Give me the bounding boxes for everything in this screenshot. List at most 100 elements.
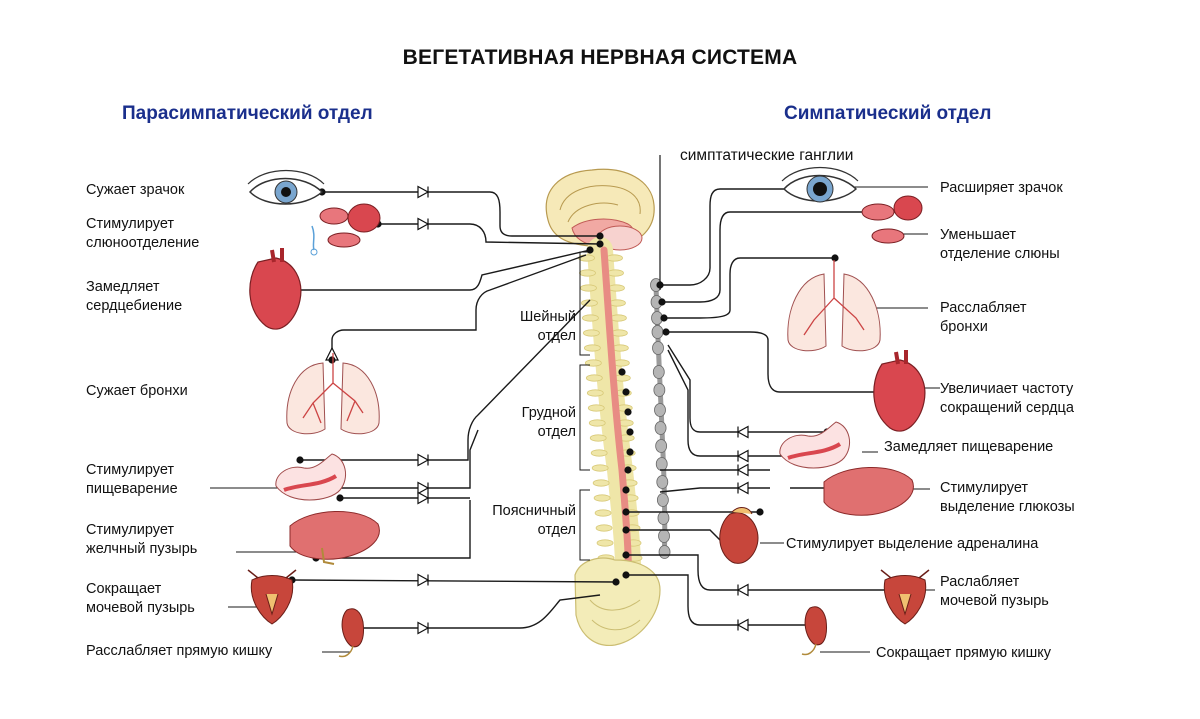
ganglion-arrow bbox=[736, 449, 749, 463]
ganglion bbox=[656, 475, 669, 489]
left-effect-contracts-bladder: Сокращает мочевой пузырь bbox=[86, 581, 195, 616]
vertebra-process bbox=[589, 434, 607, 442]
nerve-dot bbox=[658, 298, 666, 306]
organ-rectum-right bbox=[801, 606, 827, 656]
ganglion-arrow bbox=[736, 425, 749, 439]
nerve-dot bbox=[622, 526, 630, 534]
organ-eye-right bbox=[781, 166, 859, 203]
ganglion bbox=[653, 383, 666, 397]
nerve-dot bbox=[626, 428, 634, 436]
nerve-dot bbox=[624, 408, 632, 416]
vertebra-process bbox=[588, 419, 606, 427]
vertebra-process bbox=[610, 329, 628, 337]
spine-region-thoracic: Грудной отдел bbox=[521, 405, 576, 440]
diagram-title: ВЕГЕТАТИВНАЯ НЕРВНАЯ СИСТЕМА bbox=[402, 46, 798, 69]
vertebra-process bbox=[610, 314, 627, 322]
right-effect-relaxes-bladder: Раслабляет мочевой пузырь bbox=[940, 574, 1049, 609]
spinal-column bbox=[574, 237, 661, 646]
spine-region-lumbar: Поясничный отдел bbox=[492, 503, 576, 538]
organ-heart-right bbox=[873, 350, 926, 432]
organ-heart-left bbox=[249, 248, 302, 330]
organ-eye-left bbox=[247, 169, 325, 205]
left-effect-constricts-bronchi: Сужает бронхи bbox=[86, 383, 188, 399]
sympathetic-ganglia-chain bbox=[650, 278, 671, 559]
organ-salivary-glands-left bbox=[310, 203, 381, 256]
organ-bladder-left bbox=[247, 569, 297, 625]
organ-salivary-glands-right bbox=[861, 195, 923, 244]
organ-adrenal-kidney-right bbox=[719, 507, 759, 564]
nerve-dot bbox=[296, 456, 304, 464]
vertebra-process bbox=[608, 284, 625, 292]
ganglion bbox=[658, 529, 670, 543]
ganglion-arrow bbox=[417, 185, 430, 199]
vertebra-process bbox=[609, 299, 626, 307]
organ-rectum-left bbox=[338, 608, 364, 658]
vertebra-process bbox=[590, 449, 608, 457]
ganglion bbox=[652, 341, 664, 355]
vertebra-process bbox=[580, 284, 597, 292]
organ-lungs-left bbox=[286, 353, 380, 435]
left-effect-stimulates-gallbladder: Стимулирует желчный пузырь bbox=[86, 522, 198, 557]
nerve-dot bbox=[656, 281, 664, 289]
nerve-dot bbox=[831, 254, 839, 262]
sympathetic-heading: Симпатический отдел bbox=[784, 103, 992, 124]
ganglion-arrow bbox=[417, 453, 430, 467]
organ-liver-left bbox=[289, 510, 380, 565]
nerve-dot bbox=[336, 494, 344, 502]
right-effect-stimulates-glucose: Стимулирует выделение глюкозы bbox=[940, 480, 1075, 515]
ganglion bbox=[658, 545, 671, 559]
vertebra-process bbox=[611, 344, 629, 352]
vertebra-process bbox=[593, 494, 611, 502]
nerve-dot bbox=[622, 571, 630, 579]
vertebra-process bbox=[606, 254, 623, 262]
ganglion-arrow bbox=[736, 618, 749, 632]
ganglion bbox=[655, 439, 668, 453]
vertebra-process bbox=[587, 404, 605, 412]
right-effect-stimulates-adrenaline: Стимулирует выделение адреналина bbox=[786, 536, 1039, 552]
ganglion bbox=[652, 365, 665, 379]
vertebra-process bbox=[582, 314, 599, 322]
ganglion-arrow bbox=[417, 621, 430, 635]
parasympathetic-heading: Парасимпатический отдел bbox=[122, 103, 373, 124]
vertebra-process bbox=[578, 254, 595, 262]
ganglion bbox=[654, 421, 667, 435]
vertebra-process bbox=[607, 269, 624, 277]
nerve-dot bbox=[596, 240, 604, 248]
nerve-dot bbox=[622, 388, 630, 396]
organ-bladder-right bbox=[880, 569, 930, 625]
left-effect-slows-heartbeat: Замедляет сердцебиение bbox=[86, 279, 183, 314]
nerve-dot bbox=[756, 508, 764, 516]
ganglion-arrow bbox=[736, 583, 749, 597]
right-effect-slows-digestion: Замедляет пищеварение bbox=[884, 439, 1054, 455]
vertebra-process bbox=[592, 479, 610, 487]
ganglion-markers bbox=[261, 185, 749, 635]
nerve-lines bbox=[210, 155, 940, 653]
ganglion-arrow bbox=[417, 217, 430, 231]
ganglion bbox=[656, 493, 669, 507]
ganglion-arrow bbox=[736, 463, 749, 477]
right-effect-contracts-rectum: Сокращает прямую кишку bbox=[876, 645, 1051, 661]
organ-stomach-left bbox=[275, 453, 347, 501]
nerve-dot bbox=[662, 328, 670, 336]
organ-stomach-right bbox=[779, 421, 851, 469]
vertebra-process bbox=[582, 329, 600, 337]
left-effect-relaxes-rectum: Расслабляет прямую кишку bbox=[86, 643, 273, 659]
ganglion bbox=[655, 457, 668, 471]
vertebra-process bbox=[591, 464, 609, 472]
nerve-dot bbox=[328, 356, 336, 364]
vertebra-process bbox=[583, 344, 601, 352]
ganglion bbox=[654, 403, 666, 417]
spine-region-cervical: Шейный отдел bbox=[520, 309, 576, 344]
left-effect-stimulates-salivation: Стимулирует слюноотделение bbox=[86, 216, 200, 251]
nerve-dot bbox=[618, 368, 626, 376]
right-effect-relaxes-bronchi: Расслабляет бронхи bbox=[940, 300, 1027, 335]
nerve-dot bbox=[622, 508, 630, 516]
left-effect-constricts-pupil: Сужает зрачок bbox=[86, 182, 185, 198]
nerve-dot bbox=[586, 246, 594, 254]
organ-liver-right bbox=[823, 466, 914, 516]
ganglion bbox=[657, 511, 670, 525]
right-effect-increases-heart-rate: Увеличиает частоту сокращений сердца bbox=[940, 381, 1074, 416]
organ-lungs-right bbox=[787, 260, 881, 352]
nerve-dot bbox=[624, 466, 632, 474]
ganglion-arrow bbox=[736, 481, 749, 495]
